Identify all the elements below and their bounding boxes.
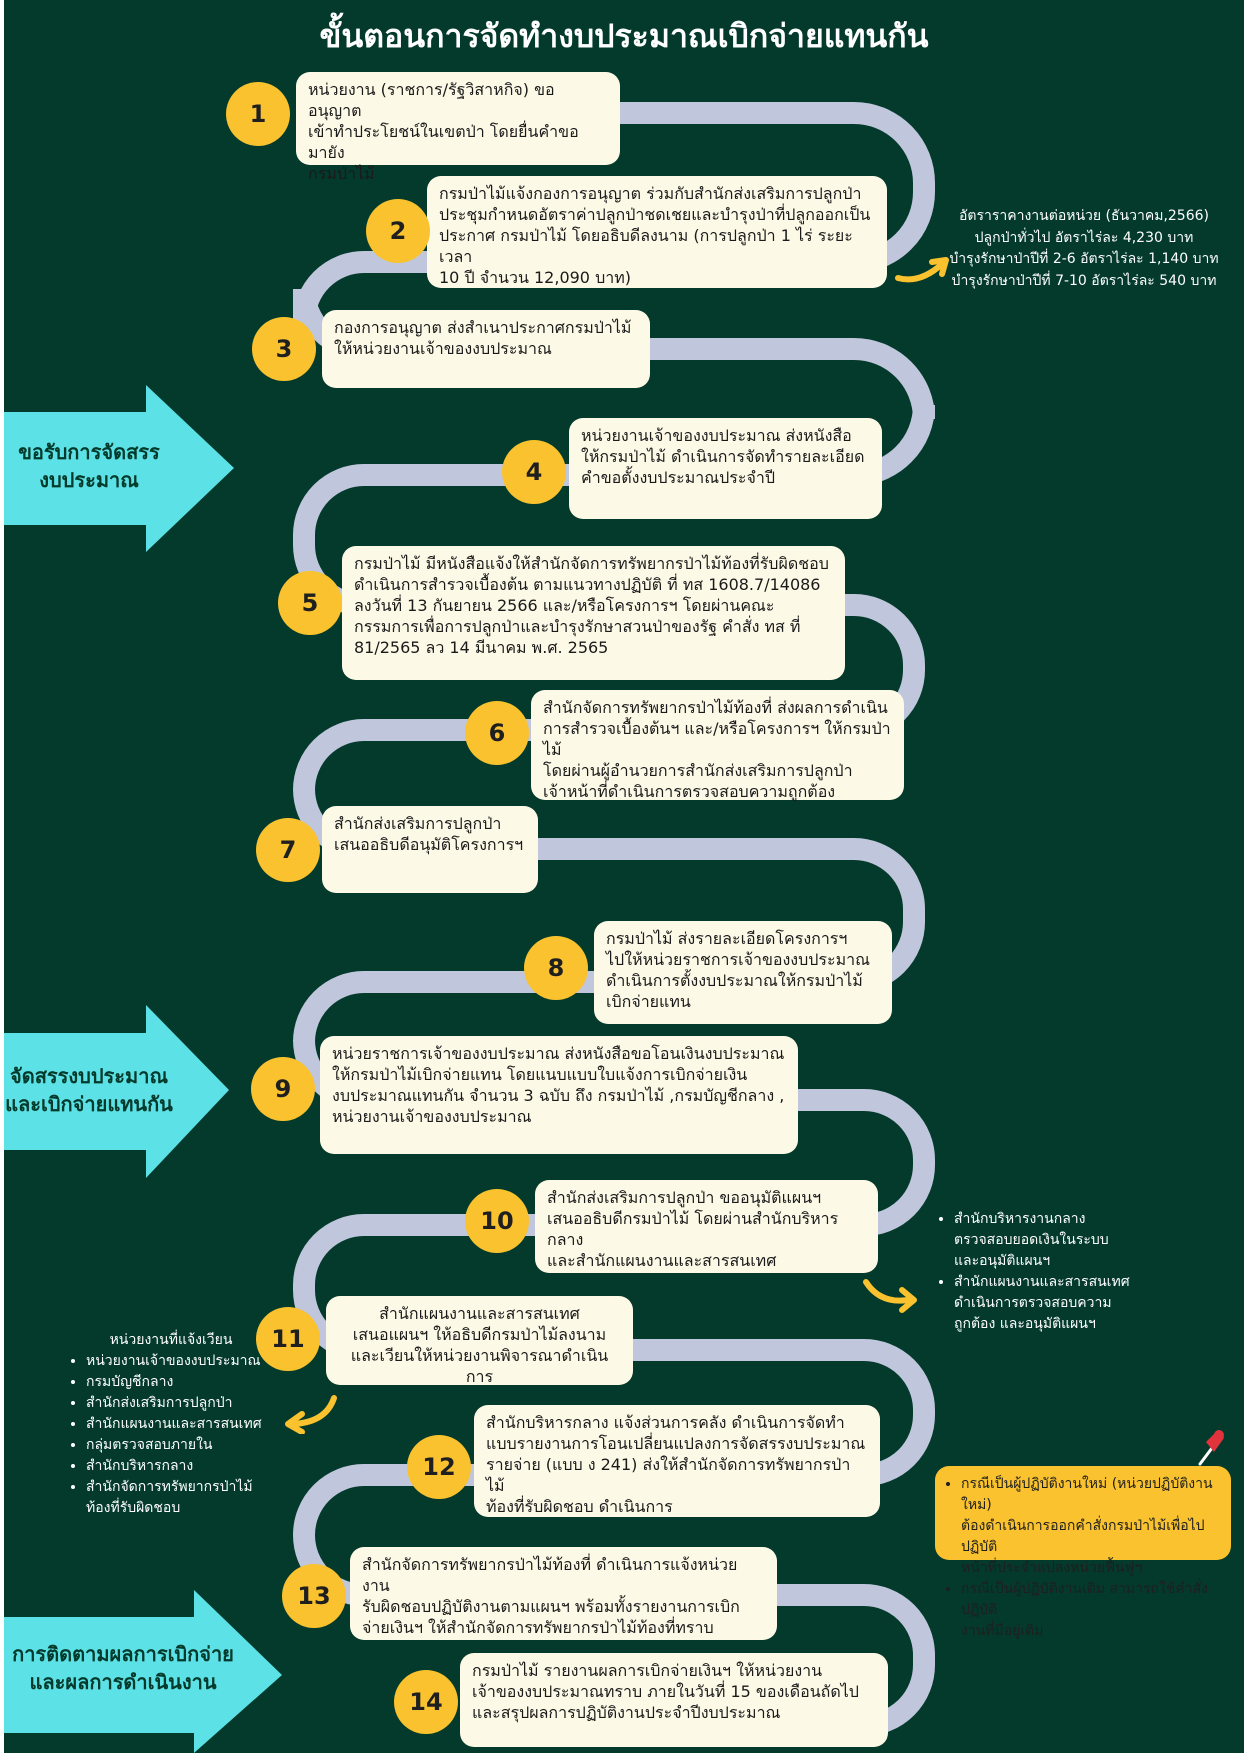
recipient-item: สำนักจัดการทรัพยากรป่าไม้ ท้องที่รับผิดช…	[86, 1477, 276, 1519]
step-number-8: 8	[524, 936, 588, 1000]
phase-arrow-1	[4, 385, 234, 552]
step-box-4: หน่วยงานเจ้าของงบประมาณ ส่งหนังสือ ให้กร…	[569, 418, 882, 519]
unit-note-item: กรณีเป็นผู้ปฏิบัติงานเดิม สามารถใช้คำสั่…	[961, 1579, 1221, 1642]
phase-label-1: ขอรับการจัดสรร งบประมาณ	[18, 440, 160, 492]
step-number-2: 2	[366, 199, 430, 263]
step-box-8: กรมป่าไม้ ส่งรายละเอียดโครงการฯ ไปให้หน่…	[594, 921, 892, 1024]
step-box-1: หน่วยงาน (ราชการ/รัฐวิสาหกิจ) ขออนุญาต เ…	[296, 72, 620, 183]
recipient-item: สำนักส่งเสริมการปลูกป่า	[86, 1393, 276, 1414]
step-box-14: กรมป่าไม้ รายงานผลการเบิกจ่ายเงินฯ ให้หน…	[460, 1653, 888, 1747]
rate-note-line: อัตราราคางานต่อหน่วย (ธันวาคม,2566)	[958, 208, 1209, 224]
curved-arrow-icon	[895, 257, 949, 283]
recipient-item: กรมบัญชีกลาง	[86, 1372, 276, 1393]
step-number-3: 3	[252, 317, 316, 381]
step-box-9: หน่วยราชการเจ้าของงบประมาณ ส่งหนังสือขอโ…	[320, 1036, 798, 1154]
step-number-13: 13	[282, 1564, 346, 1628]
step-box-2: กรมป่าไม้แจ้งกองการอนุญาต ร่วมกับสำนักส่…	[427, 176, 887, 288]
page-title: ขั้นตอนการจัดทำงบประมาณเบิกจ่ายแทนกัน	[319, 17, 929, 55]
recipient-item: สำนักแผนงานและสารสนเทศ	[86, 1414, 276, 1435]
step-box-13: สำนักจัดการทรัพยากรป่าไม้ท้องที่ ดำเนินก…	[350, 1547, 777, 1640]
infographic-canvas: ขั้นตอนการจัดทำงบประมาณเบิกจ่ายแทนกัน ขอ…	[4, 0, 1244, 1753]
winding-path	[4, 102, 935, 1753]
step-number-6: 6	[465, 701, 529, 765]
step-box-12: สำนักบริหารกลาง แจ้งส่วนการคลัง ดำเนินกา…	[474, 1405, 880, 1517]
step-box-3: กองการอนุญาต ส่งสำเนาประกาศกรมป่าไม้ ให้…	[322, 310, 650, 388]
step-number-7: 7	[256, 818, 320, 882]
phase-arrow-3	[4, 1590, 282, 1753]
step-box-11: สำนักแผนงานและสารสนเทศ เสนอแผนฯ ให้อธิบด…	[326, 1296, 633, 1386]
recipients-note: หน่วยงานที่แจ้งเวียน หน่วยงานเจ้าของงบปร…	[66, 1330, 276, 1519]
step-number-11: 11	[256, 1307, 320, 1371]
recipient-item: กลุ่มตรวจสอบภายใน	[86, 1435, 276, 1456]
unit-note-card: กรณีเป็นผู้ปฏิบัติงานใหม่ (หน่วยปฏิบัติง…	[935, 1466, 1231, 1639]
step-box-10: สำนักส่งเสริมการปลูกป่า ขออนุมัติแผนฯ เส…	[535, 1180, 878, 1273]
step-number-10: 10	[465, 1189, 529, 1253]
phase-label-2: จัดสรรงบประมาณ และเบิกจ่ายแทนกัน	[5, 1064, 173, 1116]
step-number-4: 4	[502, 440, 566, 504]
phase-arrow-2	[4, 1005, 229, 1178]
rate-note-line: บำรุงรักษาป่าปีที่ 2-6 อัตราไร่ละ 1,140 …	[949, 251, 1219, 267]
step-number-1: 1	[226, 82, 290, 146]
step-box-7: สำนักส่งเสริมการปลูกป่า เสนออธิบดีอนุมัต…	[322, 806, 538, 893]
review-note-item: สำนักแผนงานและสารสนเทศ ดำเนินการตรวจสอบค…	[954, 1272, 1234, 1335]
step-number-12: 12	[407, 1435, 471, 1499]
rate-note-line: บำรุงรักษาป่าปีที่ 7-10 อัตราไร่ละ 540 บ…	[951, 272, 1217, 289]
winding-path-line	[292, 102, 935, 1736]
recipient-item: หน่วยงานเจ้าของงบประมาณ	[86, 1351, 276, 1372]
curved-arrow-icon	[863, 1279, 917, 1313]
step-number-14: 14	[394, 1670, 458, 1734]
review-note: สำนักบริหารงานกลาง ตรวจสอบยอดเงินในระบบ …	[934, 1209, 1234, 1335]
step-box-5: กรมป่าไม้ มีหนังสือแจ้งให้สำนักจัดการทรั…	[342, 546, 845, 680]
rate-note-line: ปลูกป่าทั่วไป อัตราไร่ละ 4,230 บาท	[974, 229, 1194, 246]
curved-arrow-icon	[285, 1395, 337, 1434]
rate-note: อัตราราคางานต่อหน่วย (ธันวาคม,2566) ปลูก…	[934, 206, 1234, 292]
pushpin-icon	[1198, 1430, 1224, 1466]
recipients-heading: หน่วยงานที่แจ้งเวียน	[109, 1332, 233, 1348]
step-number-5: 5	[278, 571, 342, 635]
recipient-item: สำนักบริหารกลาง	[86, 1456, 276, 1477]
review-note-item: สำนักบริหารงานกลาง ตรวจสอบยอดเงินในระบบ …	[954, 1209, 1234, 1272]
phase-label-3: การติดตามผลการเบิกจ่าย และผลการดำเนินงาน	[12, 1642, 234, 1694]
step-number-9: 9	[251, 1057, 315, 1121]
step-box-6: สำนักจัดการทรัพยากรป่าไม้ท้องที่ ส่งผลกา…	[531, 690, 904, 801]
unit-note-item: กรณีเป็นผู้ปฏิบัติงานใหม่ (หน่วยปฏิบัติง…	[961, 1474, 1221, 1579]
